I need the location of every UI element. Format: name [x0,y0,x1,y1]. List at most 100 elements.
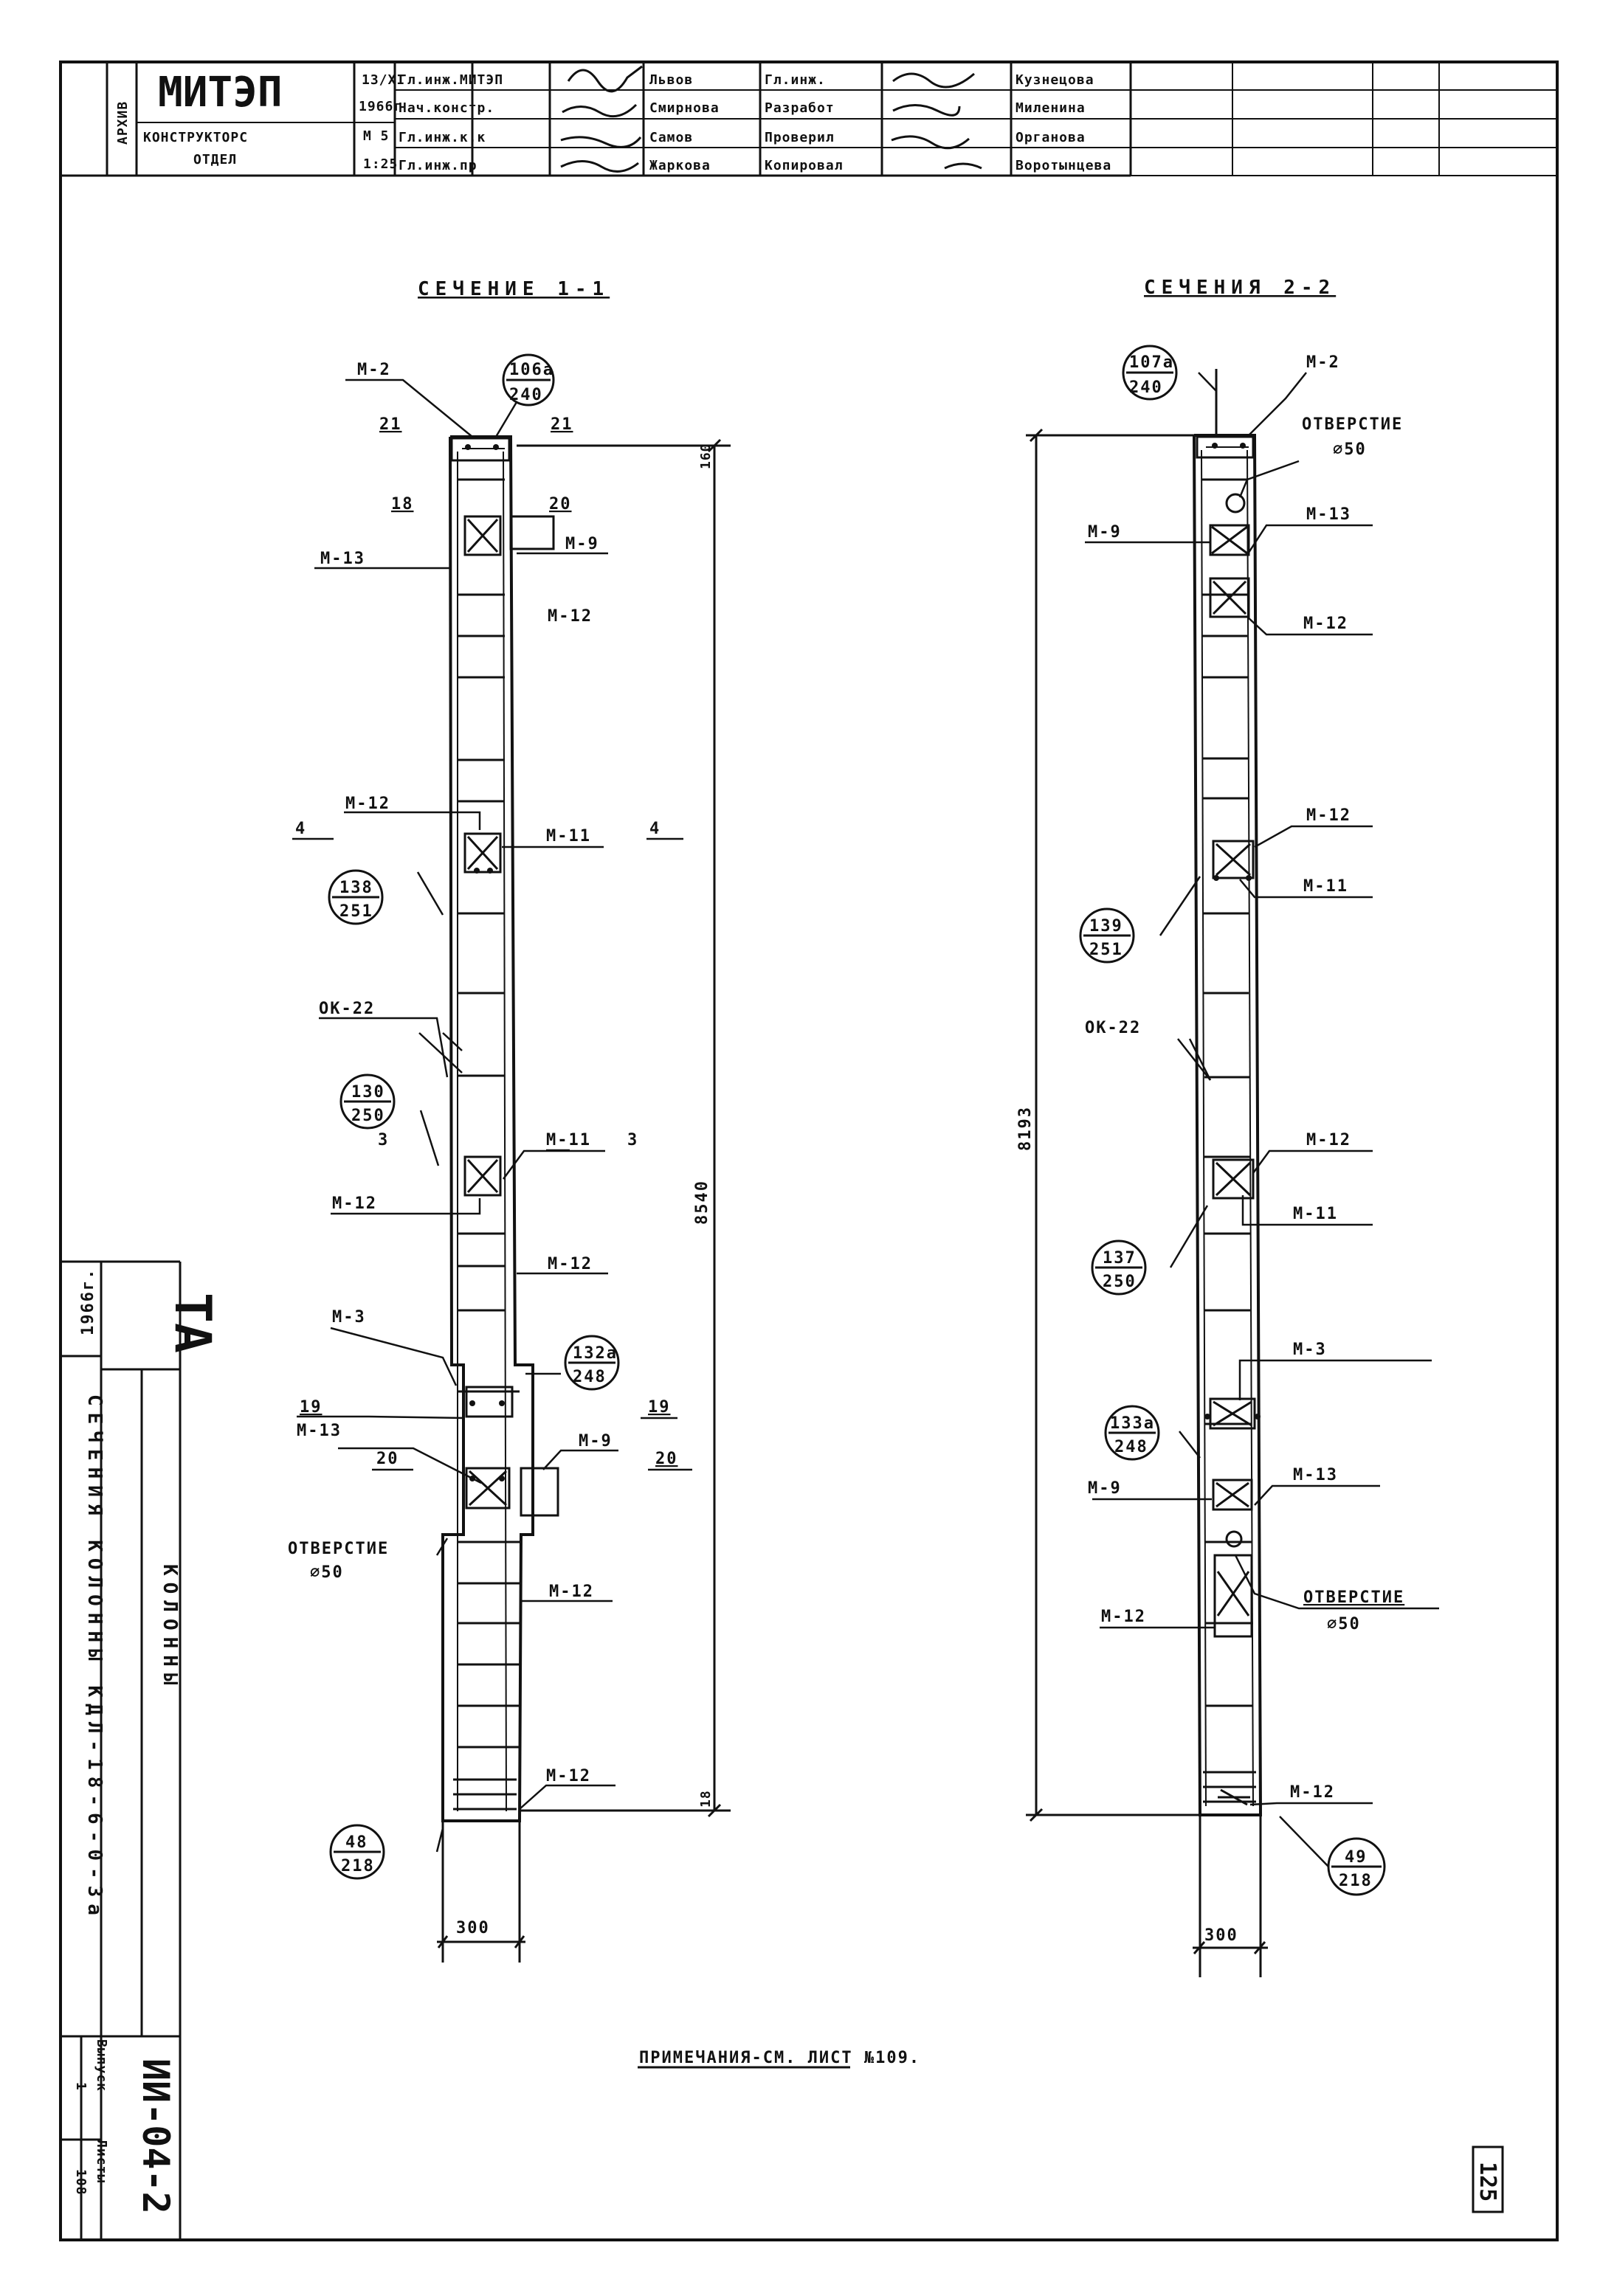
date-2: 1966г [359,99,402,114]
name-right-3: Органова [1015,130,1086,145]
stamp-issue-label: Выпуск [94,2039,109,2092]
column-left-outline [441,435,534,1822]
role-right-1: Гл.инж. [765,72,826,88]
left-bubble-1-top: 106а [509,361,554,379]
left-m9-bottom: М-9 [579,1432,613,1450]
right-bubble-3-top: 137 [1103,1249,1137,1268]
org-dept-2: ОТДЕЛ [193,152,237,167]
name-left-1: Львов [649,72,693,88]
right-bubble-2-bottom: 251 [1089,941,1123,959]
name-right-4: Воротынцева [1015,158,1111,173]
left-ok22: ОК-22 [319,1000,375,1018]
left-hole-word: ОТВЕРСТИЕ [288,1540,389,1558]
right-m9-bottom: М-9 [1088,1479,1122,1498]
right-m12-d: М-12 [1101,1608,1146,1626]
right-bubble-2-top: 139 [1089,917,1123,936]
right-m12-a: М-12 [1303,615,1348,633]
left-m12-d: М-12 [548,1255,593,1273]
left-m9-top: М-9 [565,535,599,553]
right-hole-word-bottom: ОТВЕРСТИЕ [1303,1588,1404,1607]
stamp-title-1: КОЛОННЫ [159,1564,181,1692]
right-hole-size-bottom: ⌀50 [1327,1615,1361,1633]
left-mark-3-l: 3 [378,1131,389,1149]
right-ok22: ОК-22 [1085,1019,1141,1037]
left-bubble-4-top: 132а [573,1344,618,1363]
left-bubble-5-bottom: 218 [341,1857,375,1875]
role-right-3: Проверил [765,130,835,145]
left-mark-18: 18 [391,495,414,514]
left-mark-19-r: 19 [648,1398,671,1417]
section-left-title: СЕЧЕНИЕ 1-1 [418,278,610,300]
left-top-dim: 160 [698,443,714,469]
stamp-code: ИИ-04-2 [134,2058,177,2214]
date-1: 13/XI [362,72,405,88]
left-bubble-1-bottom: 240 [509,386,543,404]
right-bubble-4-top: 133а [1110,1414,1155,1433]
role-left-3: Гл.инж.к.к [399,130,486,145]
right-m9-top: М-9 [1088,523,1122,542]
left-height-dim: 8540 [693,1180,711,1225]
right-m2: М-2 [1306,353,1340,372]
left-bubble-2-bottom: 251 [339,902,373,921]
right-m3: М-3 [1293,1341,1327,1359]
left-m13-bottom: М-13 [297,1422,342,1440]
section-right-title: СЕЧЕНИЯ 2-2 [1144,277,1336,299]
role-left-1: Гл.инж.МИТЭП [399,72,503,88]
right-bubble-1-top: 107а [1129,353,1174,372]
stamp-sheet-label: Листы [94,2140,109,2183]
right-m12-b: М-12 [1306,806,1351,825]
name-right-1: Кузнецова [1015,72,1094,88]
column-left [292,353,731,1963]
left-mark-21-l: 21 [379,415,402,434]
right-hole-word-top: ОТВЕРСТИЕ [1302,415,1403,434]
right-m12-c: М-12 [1306,1131,1351,1149]
left-m12-a: М-12 [548,607,593,626]
left-m11-b: М-11 [546,1131,591,1149]
page-number-box [1472,2145,1504,2213]
sheet-frame [59,60,1559,2241]
archive-label: АРХИВ [115,101,131,145]
left-width-dim: 300 [456,1919,490,1937]
stamp-sheet-value: 108 [73,2169,89,2196]
left-m12-b: М-12 [345,795,390,813]
left-bubble-3-bottom: 250 [351,1107,385,1125]
left-mark-4-r: 4 [649,820,661,838]
scale-1: М 5 [363,128,390,144]
left-m12-e: М-12 [549,1583,594,1601]
left-mark-20-b-l: 20 [376,1450,399,1468]
left-m3: М-3 [332,1308,366,1327]
stamp-series: ТА [163,1293,221,1353]
left-m2: М-2 [357,361,391,379]
left-bottom-dim: 18 [698,1790,714,1808]
right-bubble-5-bottom: 218 [1339,1872,1373,1890]
left-bubble-5-top: 48 [345,1833,368,1852]
stamp-issue-value: 1 [73,2082,89,2091]
role-left-2: Нач.констр. [399,100,494,116]
title-block [61,62,1557,177]
right-m11-b: М-11 [1293,1205,1338,1223]
left-mark-3-r: 3 [627,1131,638,1149]
left-mark-19-l: 19 [300,1398,323,1417]
right-width-dim: 300 [1204,1926,1238,1945]
right-m13-bottom: М-13 [1293,1466,1338,1484]
left-bubble-3-top: 130 [351,1083,385,1102]
left-mark-20-b-r: 20 [655,1450,678,1468]
left-mark-20: 20 [549,495,572,514]
name-left-4: Жаркова [649,158,711,173]
right-bubble-3-bottom: 250 [1103,1273,1137,1291]
right-m13-top: М-13 [1306,505,1351,524]
left-mark-4-l: 4 [295,820,306,838]
left-m12-c: М-12 [332,1194,377,1213]
side-stamp [61,1260,182,2240]
note-text: ПРИМЕЧАНИЯ-СМ. ЛИСТ №109. [639,2049,920,2067]
left-bubble-4-bottom: 248 [573,1368,607,1386]
left-m13-top: М-13 [320,550,365,568]
right-hole-size-top: ⌀50 [1333,440,1367,459]
right-height-dim: 8193 [1016,1106,1035,1151]
page-number: 125 [1475,2162,1500,2202]
org-dept-1: КОНСТРУКТОРС [143,130,248,145]
role-right-2: Разработ [765,100,835,116]
left-hole-size: ⌀50 [310,1563,344,1582]
role-right-4: Копировал [765,158,844,173]
